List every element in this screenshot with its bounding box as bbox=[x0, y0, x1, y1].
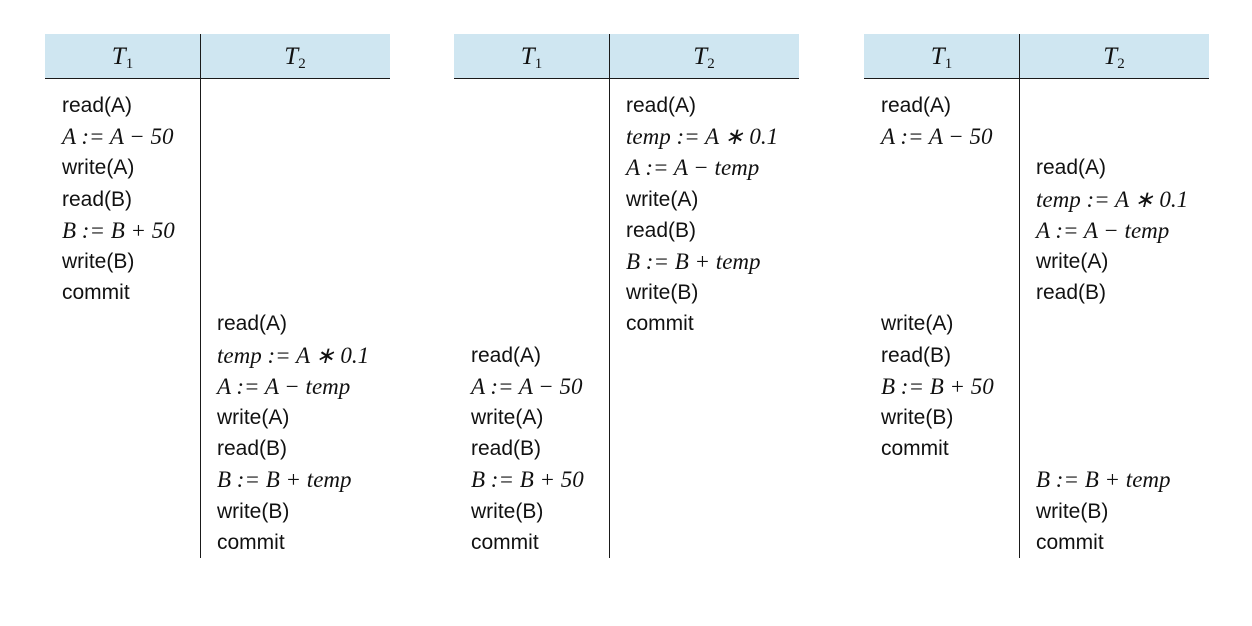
t1-operation: read(B) bbox=[881, 343, 952, 367]
t2-operation: read(A) bbox=[1036, 156, 1107, 180]
t2-operation: write(B) bbox=[217, 499, 290, 523]
t2-operation: read(B) bbox=[217, 437, 288, 461]
t1-operation: read(A) bbox=[62, 94, 133, 117]
t2-operation: B := B + temp bbox=[1036, 467, 1171, 493]
t1-operation: commit bbox=[881, 437, 949, 461]
t2-operation: commit bbox=[1036, 530, 1104, 554]
t1-operation: B := B + 50 bbox=[62, 217, 175, 243]
t2-operation: read(B) bbox=[1036, 281, 1107, 305]
t2-operation: temp := A ∗ 0.1 bbox=[626, 124, 779, 150]
t1-operation: commit bbox=[471, 530, 539, 554]
t2-operation: A := A − temp bbox=[217, 373, 351, 399]
t2-operation: write(B) bbox=[626, 281, 699, 305]
header-bar bbox=[864, 34, 1209, 79]
t2-operation: write(B) bbox=[1036, 499, 1109, 523]
t2-operation: read(B) bbox=[626, 218, 697, 242]
t2-operation: write(A) bbox=[626, 187, 699, 211]
column-header-t2: T2 bbox=[1103, 43, 1125, 72]
column-header-t1: T1 bbox=[111, 43, 134, 72]
column-header-t1: T1 bbox=[520, 43, 543, 72]
t2-operation: write(A) bbox=[1036, 250, 1109, 273]
t2-operation: temp := A ∗ 0.1 bbox=[1036, 186, 1189, 212]
column-divider bbox=[1019, 34, 1021, 558]
t1-operation: B := B + 50 bbox=[471, 467, 584, 493]
t2-operation: A := A − temp bbox=[626, 155, 760, 181]
t1-operation: write(A) bbox=[471, 406, 544, 429]
column-header-t2: T2 bbox=[693, 43, 715, 72]
t2-operation: write(A) bbox=[217, 406, 290, 429]
t2-operation: read(A) bbox=[626, 94, 697, 117]
t1-operation: write(A) bbox=[62, 156, 135, 180]
t1-operation: write(B) bbox=[471, 499, 544, 523]
t1-operation: read(B) bbox=[62, 187, 133, 211]
t1-operation: A := A − 50 bbox=[881, 124, 993, 150]
column-divider bbox=[200, 34, 202, 558]
t1-operation: write(B) bbox=[881, 406, 954, 429]
column-header-t2: T2 bbox=[284, 43, 306, 72]
t1-operation: read(A) bbox=[881, 94, 952, 117]
t1-operation: read(B) bbox=[471, 437, 542, 461]
t2-operation: B := B + temp bbox=[626, 249, 761, 274]
t2-operation: A := A − temp bbox=[1036, 217, 1170, 243]
t2-operation: commit bbox=[217, 530, 285, 554]
t2-operation: read(A) bbox=[217, 312, 288, 336]
t1-operation: A := A − 50 bbox=[471, 373, 583, 399]
header-bar bbox=[45, 34, 390, 79]
header-bar bbox=[454, 34, 799, 79]
column-divider bbox=[609, 34, 611, 558]
t1-operation: commit bbox=[62, 281, 130, 305]
t1-operation: read(A) bbox=[471, 343, 542, 367]
t2-operation: B := B + temp bbox=[217, 467, 352, 493]
t1-operation: A := A − 50 bbox=[62, 124, 174, 150]
column-header-t1: T1 bbox=[930, 43, 953, 72]
t1-operation: write(B) bbox=[62, 250, 135, 273]
t1-operation: write(A) bbox=[881, 312, 954, 336]
t2-operation: commit bbox=[626, 312, 694, 336]
t1-operation: B := B + 50 bbox=[881, 373, 994, 399]
t2-operation: temp := A ∗ 0.1 bbox=[217, 342, 370, 368]
